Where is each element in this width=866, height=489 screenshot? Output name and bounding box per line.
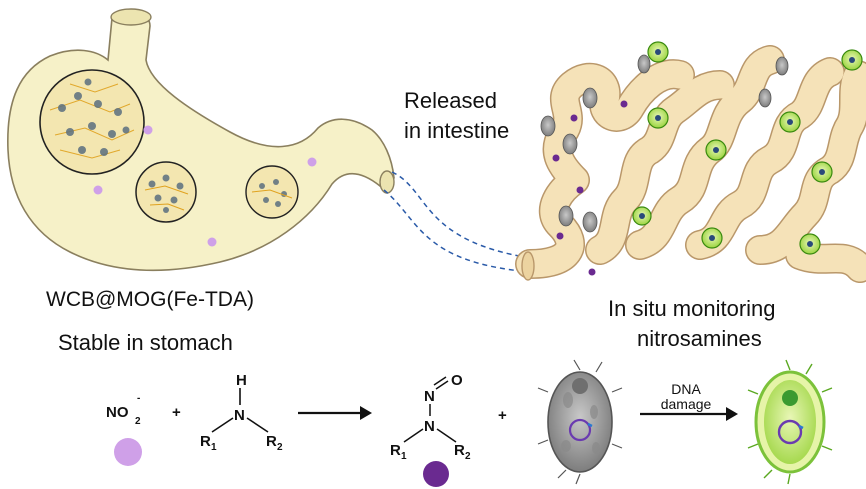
svg-text:R: R — [390, 442, 401, 459]
mog-particle-small — [245, 165, 299, 219]
nitrosamine-dot — [423, 461, 449, 487]
svg-text:NO: NO — [106, 404, 129, 421]
svg-text:2: 2 — [465, 451, 471, 462]
dna-damage-arrow — [640, 407, 738, 421]
svg-text:H: H — [236, 372, 247, 389]
svg-text:1: 1 — [211, 442, 217, 453]
damage-label: damage — [661, 396, 712, 412]
svg-text:O: O — [451, 372, 463, 389]
dna-label: DNA — [671, 381, 701, 397]
svg-text:N: N — [424, 388, 435, 405]
svg-text:R: R — [266, 433, 277, 450]
green-bacterium — [747, 359, 833, 485]
nitrosamines-label: nitrosamines — [637, 326, 762, 351]
plus-sign-1: + — [172, 404, 181, 421]
mog-particle-large — [39, 69, 145, 175]
svg-text:-: - — [137, 393, 140, 404]
mog-label: WCB@MOG(Fe-TDA) — [46, 288, 254, 311]
svg-text:N: N — [234, 407, 245, 424]
plus-sign-2: + — [498, 407, 507, 424]
svg-text:2: 2 — [277, 442, 283, 453]
svg-text:R: R — [200, 433, 211, 450]
nitrite-formula: NO 2 - — [106, 393, 141, 427]
nitrite-dots-stomach — [93, 125, 317, 247]
nitrosamine-dots-intestine — [552, 100, 628, 276]
nitrosamine-structure: O N N R 1 R 2 — [390, 372, 471, 462]
nitrite-dot — [114, 438, 142, 466]
mog-particle-medium — [135, 161, 197, 223]
stable-in-stomach-label: Stable in stomach — [58, 330, 233, 355]
gray-bacteria-intestine — [540, 54, 789, 233]
green-bacteria-cores — [639, 49, 855, 247]
intestine-opening — [521, 251, 535, 281]
in-intestine-label: in intestine — [404, 118, 510, 143]
transit-path — [383, 171, 531, 273]
in-situ-monitoring-label: In situ monitoring — [608, 296, 776, 321]
reaction-arrow — [298, 406, 372, 420]
svg-text:1: 1 — [401, 451, 407, 462]
svg-text:2: 2 — [135, 416, 141, 427]
gray-bacterium — [537, 359, 623, 485]
released-label: Released — [404, 88, 497, 113]
amine-structure: H N R 1 R 2 — [200, 372, 283, 453]
svg-text:N: N — [424, 418, 435, 435]
svg-text:R: R — [454, 442, 465, 459]
